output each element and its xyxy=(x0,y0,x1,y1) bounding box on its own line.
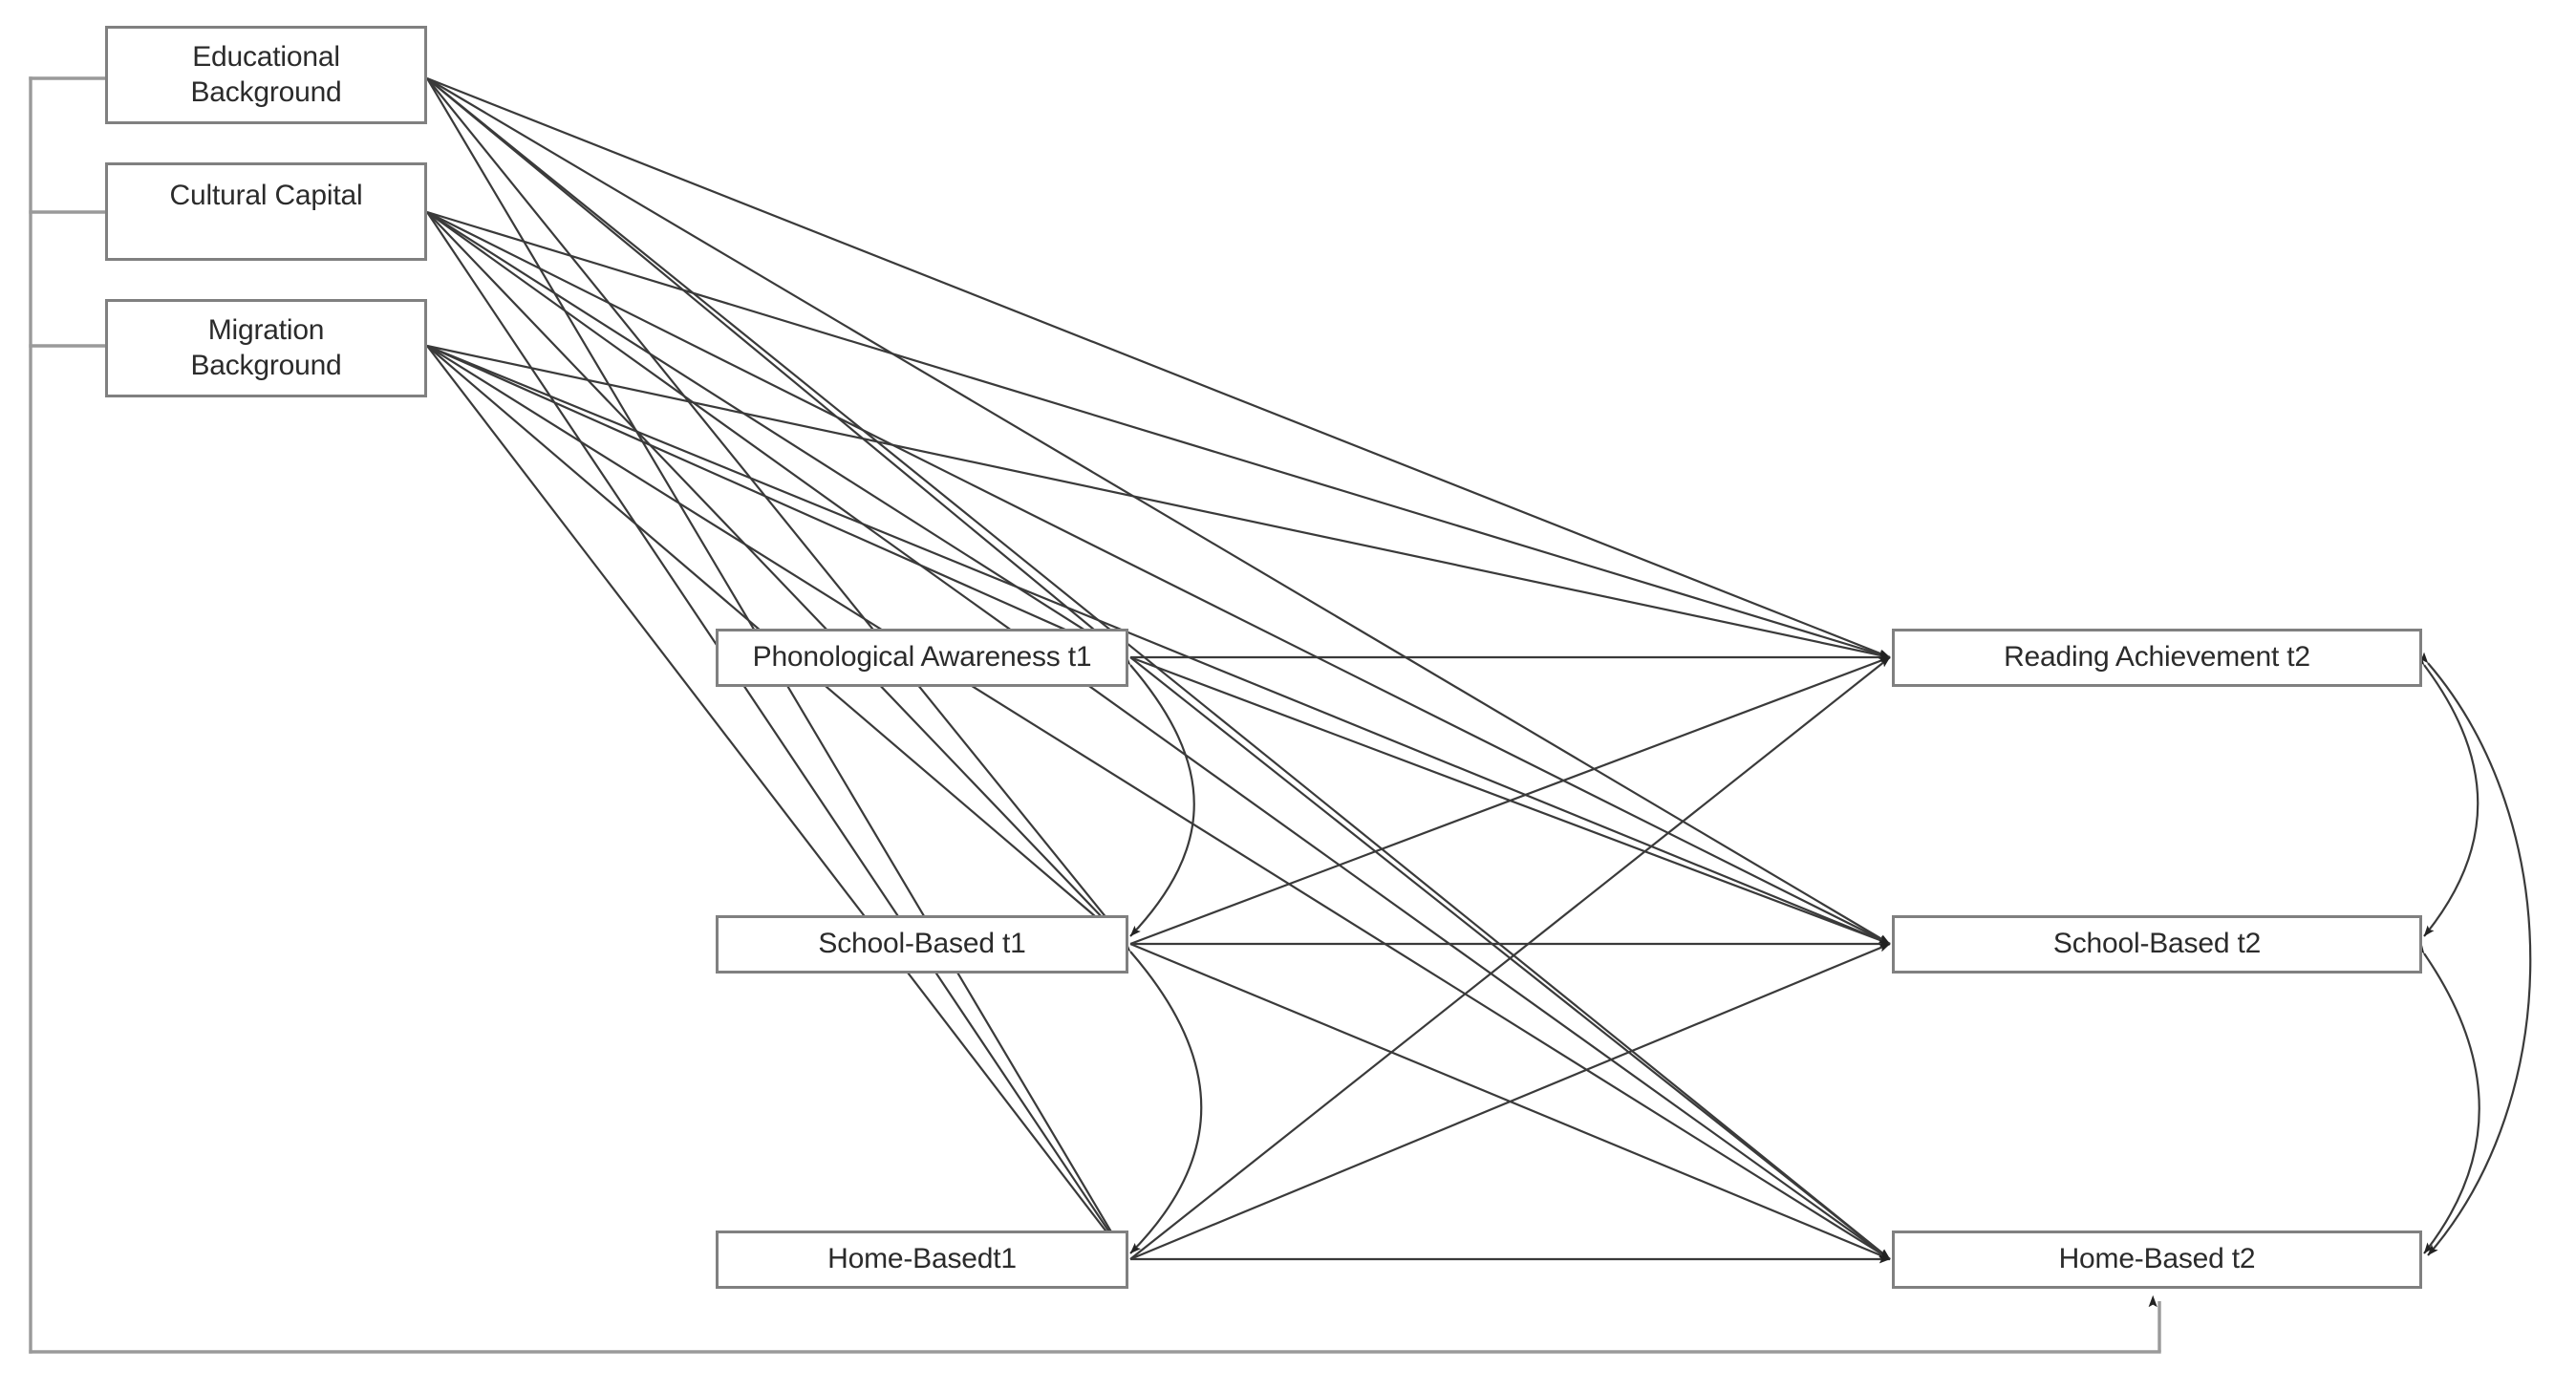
covariance-reading-t2-school-t2 xyxy=(2414,653,2479,937)
node-phonological-awareness-t1[interactable]: Phonological Awareness t1 xyxy=(716,629,1128,687)
node-home-based-t1[interactable]: Home-Basedt1 xyxy=(716,1230,1128,1289)
node-label-home-based-t2: Home-Based t2 xyxy=(2058,1243,2256,1275)
path-home-t1-to-school-t2 xyxy=(1129,942,1891,1261)
path-migration-to-reading-t2 xyxy=(426,344,1891,659)
node-label-phonological-awareness-t1: Phonological Awareness t1 xyxy=(752,641,1092,674)
path-edu-to-reading-t2 xyxy=(426,76,1891,659)
node-label-cultural-capital: Cultural Capital xyxy=(169,180,363,211)
path-cultural-to-phonological-t1 xyxy=(426,211,1128,658)
node-school-based-t1[interactable]: School-Based t1 xyxy=(716,915,1128,974)
path-cultural-to-home-t1 xyxy=(426,211,1128,1260)
covariances-t1 xyxy=(1120,653,1203,1254)
covariance-school-t2-home-t2 xyxy=(2415,942,2480,1254)
path-cultural-to-reading-t2 xyxy=(426,210,1891,659)
covariances-t2 xyxy=(2414,652,2532,1256)
path-migration-to-school-t2 xyxy=(426,344,1891,946)
cross-lagged-paths xyxy=(1129,653,1891,1264)
node-label-school-based-t1: School-Based t1 xyxy=(818,928,1026,960)
path-edu-to-phonological-t1 xyxy=(426,77,1128,658)
path-migration-to-home-t2 xyxy=(426,345,1891,1260)
node-migration-background[interactable]: Migration Background xyxy=(105,299,427,397)
exogenous-bracket xyxy=(29,76,2161,1354)
node-label-migration-background: Migration Background xyxy=(190,314,342,381)
path-edu-to-school-t1 xyxy=(426,77,1128,945)
node-label-educational-background: Educational Background xyxy=(190,41,342,108)
node-label-school-based-t2: School-Based t2 xyxy=(2052,928,2262,960)
path-cultural-to-home-t2 xyxy=(426,211,1891,1260)
path-cultural-to-school-t1 xyxy=(426,211,1128,945)
path-edu-to-school-t2 xyxy=(426,77,1891,945)
node-educational-background[interactable]: Educational Background xyxy=(105,26,427,124)
node-label-reading-achievement-t2: Reading Achievement t2 xyxy=(2004,641,2310,674)
covariance-school-t1-home-t1 xyxy=(1120,940,1203,1254)
node-reading-achievement-t2[interactable]: Reading Achievement t2 xyxy=(1892,629,2422,687)
covariance-phonological-t1-school-t1 xyxy=(1120,653,1195,937)
paths-from-cultural-capital xyxy=(426,210,1891,1260)
node-school-based-t2[interactable]: School-Based t2 xyxy=(1892,915,2422,974)
paths-from-migration-background xyxy=(426,344,1891,1260)
path-home-t1-to-reading-t2 xyxy=(1129,656,1891,1260)
node-label-home-based-t1: Home-Basedt1 xyxy=(827,1243,1017,1275)
covariance-reading-t2-home-t2 xyxy=(2417,652,2532,1256)
node-home-based-t2[interactable]: Home-Based t2 xyxy=(1892,1230,2422,1289)
node-cultural-capital[interactable]: Cultural Capital xyxy=(105,162,427,261)
path-school-t1-to-reading-t2 xyxy=(1129,655,1891,946)
path-cultural-to-school-t2 xyxy=(426,211,1891,945)
path-migration-to-phonological-t1 xyxy=(426,344,1128,659)
path-migration-to-home-t1 xyxy=(426,345,1128,1260)
